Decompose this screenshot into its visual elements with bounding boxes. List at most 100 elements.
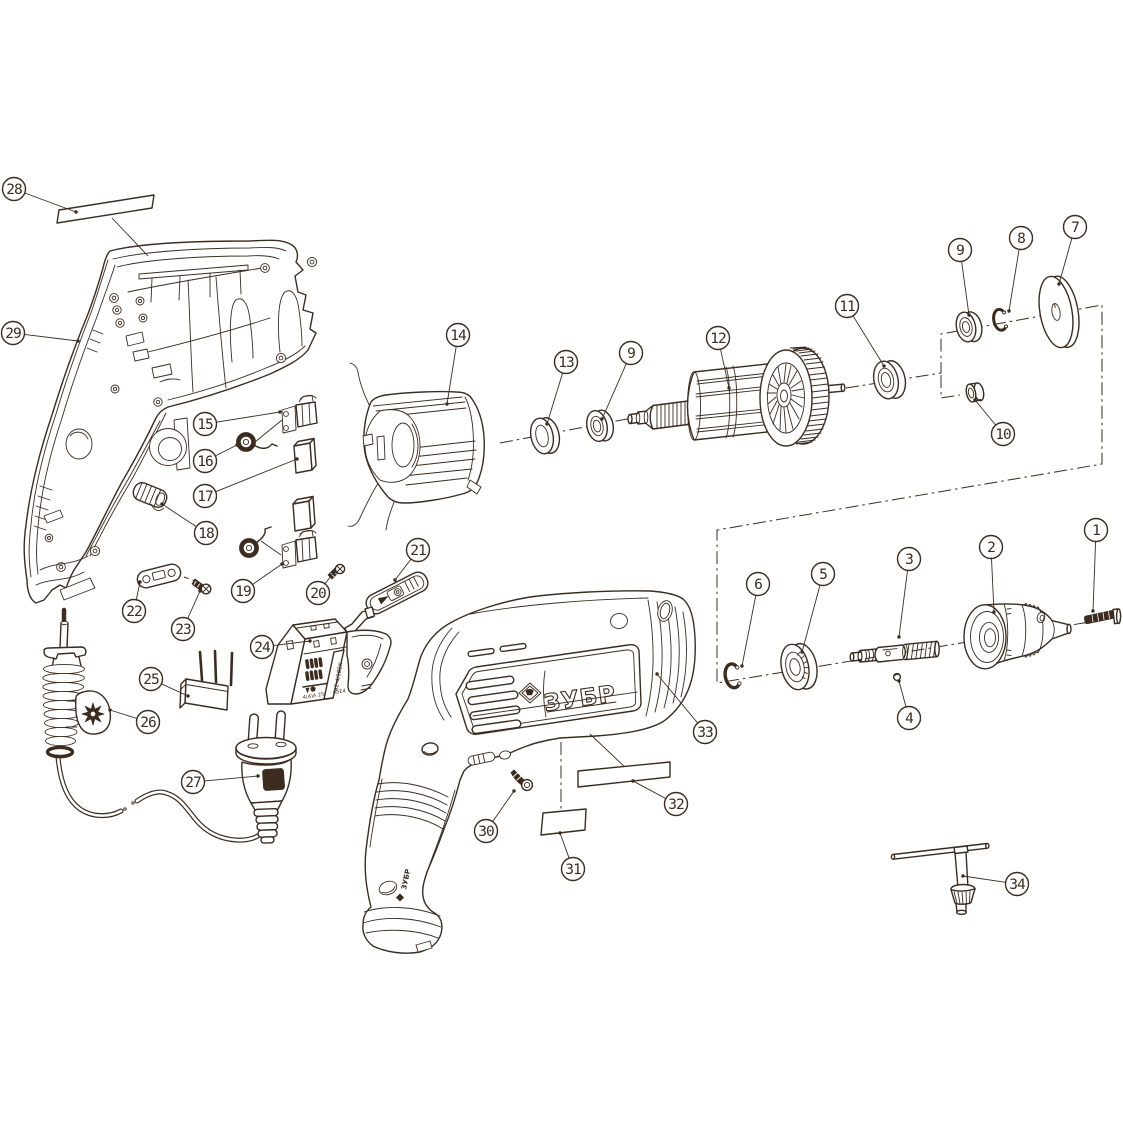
callout-number: 4: [905, 711, 914, 727]
callout-anchor-dot: [256, 774, 260, 778]
callout-anchor-dot: [558, 831, 562, 835]
callout-balloon: [1008, 225, 1034, 251]
mains-plug: [235, 710, 297, 844]
vent-louvers: [465, 642, 527, 735]
switch-terminal-marks: [305, 657, 323, 681]
brush-holder-lower: [281, 529, 318, 569]
callout-anchor-dot: [600, 417, 604, 421]
callout-anchor-dot: [800, 650, 804, 654]
callout-leader-line: [394, 558, 412, 581]
callout-20: 20: [305, 570, 336, 606]
brush-holder-upper: [281, 395, 318, 434]
callout-33: 33: [655, 672, 718, 745]
callout-number: 20: [310, 586, 326, 602]
callout-leader-line: [898, 570, 908, 638]
callout-leader-line: [962, 875, 1006, 883]
callout-16: 16: [192, 443, 239, 474]
callout-number: 22: [126, 604, 142, 620]
callout-balloon: [834, 293, 860, 319]
screw-cord-clamp: [191, 578, 212, 595]
callout-29: 29: [0, 320, 80, 346]
callout-number: 18: [198, 526, 214, 542]
callout-anchor-dot: [655, 672, 659, 676]
carbon-brush-lower: [292, 495, 316, 532]
callout-leader-line: [161, 683, 189, 697]
callout-leader-line: [215, 444, 238, 457]
callout-leader-line: [109, 709, 138, 719]
callout-balloon: [810, 561, 836, 587]
callout-balloon: [745, 571, 771, 597]
callout-balloon: [978, 534, 1004, 560]
callout-leader-line: [24, 192, 77, 213]
callout-balloon: [138, 666, 164, 692]
switch-side-text: FA2-4/1BEK: [333, 662, 344, 695]
callout-leader-line: [974, 399, 997, 426]
callout-22: 22: [121, 580, 147, 624]
callout-number: 29: [5, 326, 21, 342]
callout-number: 32: [668, 797, 684, 813]
callout-6: 6: [740, 571, 771, 668]
callout-balloon: [230, 578, 256, 604]
callout-2: 2: [978, 534, 1004, 614]
callout-10: 10: [973, 398, 1016, 447]
callout-number: 9: [627, 346, 635, 362]
callout-balloon: [692, 719, 718, 745]
callout-14: 14: [445, 322, 471, 406]
callout-number: 15: [197, 417, 213, 433]
callout-23: 23: [170, 589, 202, 642]
callout-anchor-dot: [295, 457, 299, 461]
callout-18: 18: [160, 502, 219, 546]
washer-disc: [1038, 275, 1080, 349]
callout-anchor-dot: [961, 874, 965, 878]
housing-left-half: [23, 239, 318, 604]
chuck-key: [890, 842, 990, 915]
callout-number: 19: [235, 584, 251, 600]
callout-anchor-dot: [973, 398, 977, 402]
callout-balloon: [405, 537, 431, 563]
callout-34: 34: [961, 871, 1030, 897]
callout-number: 6: [754, 577, 762, 593]
callout-balloon: [553, 349, 579, 375]
callout-balloon: [445, 322, 471, 348]
callout-balloon: [947, 237, 973, 263]
callout-anchor-dot: [186, 694, 190, 698]
callout-anchor-dot: [631, 779, 635, 783]
callout-5: 5: [800, 561, 836, 654]
callout-number: 2: [987, 540, 995, 556]
circlip-large: [723, 662, 742, 690]
callout-15: 15: [192, 410, 282, 437]
callout-anchor-dot: [967, 313, 971, 317]
callout-number: 12: [710, 331, 726, 347]
callout-anchor-dot: [308, 639, 312, 643]
callout-anchor-dot: [393, 578, 397, 582]
callout-leader-line: [446, 346, 457, 405]
callout-balloon: [663, 791, 689, 817]
callout-balloon: [121, 598, 147, 624]
callout-leader-line: [1058, 237, 1073, 285]
callout-balloon: [135, 709, 161, 735]
callout-leader-line: [559, 832, 570, 859]
armature: [627, 346, 846, 447]
callout-leader-line: [215, 458, 298, 493]
callout-leader-line: [801, 584, 821, 653]
callout-12: 12: [705, 325, 731, 390]
callout-balloon: [1083, 517, 1109, 543]
callout-anchor-dot: [108, 708, 112, 712]
callout-4: 4: [896, 679, 922, 731]
callout-balloon: [896, 546, 922, 572]
callout-anchor-dot: [280, 562, 284, 566]
callout-number: 26: [140, 715, 156, 731]
nameplate-label: [56, 194, 155, 257]
callout-number: 8: [1017, 231, 1025, 247]
callout-number: 21: [410, 543, 426, 559]
callout-7: 7: [1057, 214, 1088, 286]
callout-number: 28: [6, 182, 22, 198]
fan-gear-teeth: [789, 346, 830, 445]
callout-9: 9: [947, 237, 973, 317]
callout-balloon: [896, 705, 922, 731]
callout-balloon: [473, 818, 499, 844]
callout-number: 11: [839, 299, 855, 315]
callout-19: 19: [230, 562, 284, 604]
hang-hole: [657, 600, 673, 622]
